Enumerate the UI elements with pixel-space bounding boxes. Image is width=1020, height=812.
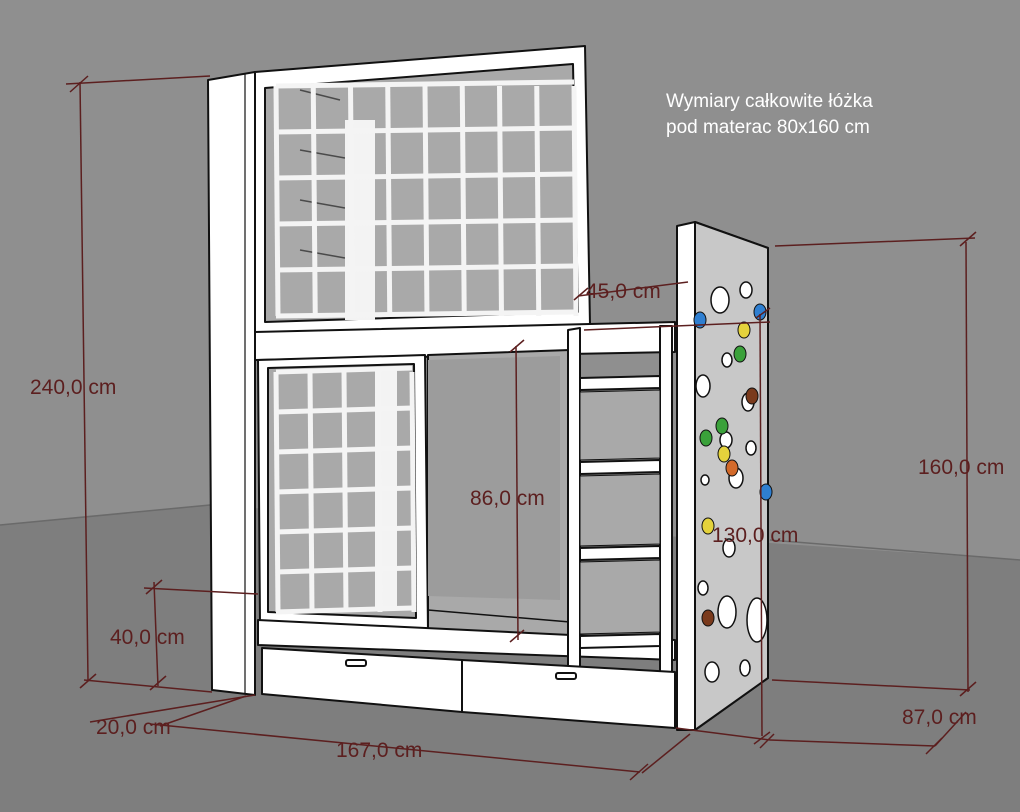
dim-label-depth-small: 20,0 cm bbox=[96, 716, 171, 739]
climbing-hold bbox=[733, 345, 747, 363]
climbing-hold bbox=[699, 429, 713, 447]
dimension-lines bbox=[65, 75, 977, 781]
ladder-rung-1 bbox=[579, 375, 661, 391]
dim-label-height-total: 240,0 cm bbox=[30, 376, 116, 399]
dim-label-lower-clearance: 86,0 cm bbox=[470, 487, 545, 510]
climbing-hold bbox=[701, 609, 715, 627]
drawer-right bbox=[461, 659, 676, 729]
ladder-rung-4 bbox=[579, 633, 661, 649]
climbing-hold bbox=[737, 321, 751, 339]
climbing-hold bbox=[715, 417, 729, 435]
climbing-hold bbox=[693, 311, 707, 329]
dim-label-wall-length: 130,0 cm bbox=[712, 524, 798, 547]
climbing-hold bbox=[725, 459, 739, 477]
dim-label-depth-total: 87,0 cm bbox=[902, 706, 977, 729]
climbing-holds bbox=[693, 303, 773, 627]
ladder-right-rail bbox=[659, 325, 673, 691]
drawer-handle-left bbox=[345, 659, 367, 667]
lower-net bbox=[273, 365, 417, 615]
drawer-handle-right bbox=[555, 672, 577, 680]
title-line-2: pod materac 80x160 cm bbox=[666, 117, 870, 138]
dim-label-gap-upper: 45,0 cm bbox=[586, 280, 661, 303]
climbing-hold bbox=[759, 483, 773, 501]
climbing-hold bbox=[701, 517, 715, 535]
title-line-1: Wymiary całkowite łóżka bbox=[666, 91, 873, 112]
ladder-rung-2 bbox=[579, 459, 661, 475]
climbing-hold bbox=[717, 445, 731, 463]
ladder-left-rail bbox=[567, 327, 581, 681]
ladder-rung-3 bbox=[579, 545, 661, 561]
upper-net bbox=[273, 79, 579, 319]
bed-frame bbox=[207, 45, 769, 731]
dim-label-drawer-height: 40,0 cm bbox=[110, 626, 185, 649]
dim-label-length-total: 167,0 cm bbox=[336, 739, 422, 762]
floor-edge-right bbox=[769, 539, 1020, 561]
climbing-hold bbox=[745, 387, 759, 405]
left-post bbox=[207, 71, 256, 696]
dim-label-wall-height: 160,0 cm bbox=[918, 456, 1004, 479]
floor-edge bbox=[0, 504, 211, 526]
